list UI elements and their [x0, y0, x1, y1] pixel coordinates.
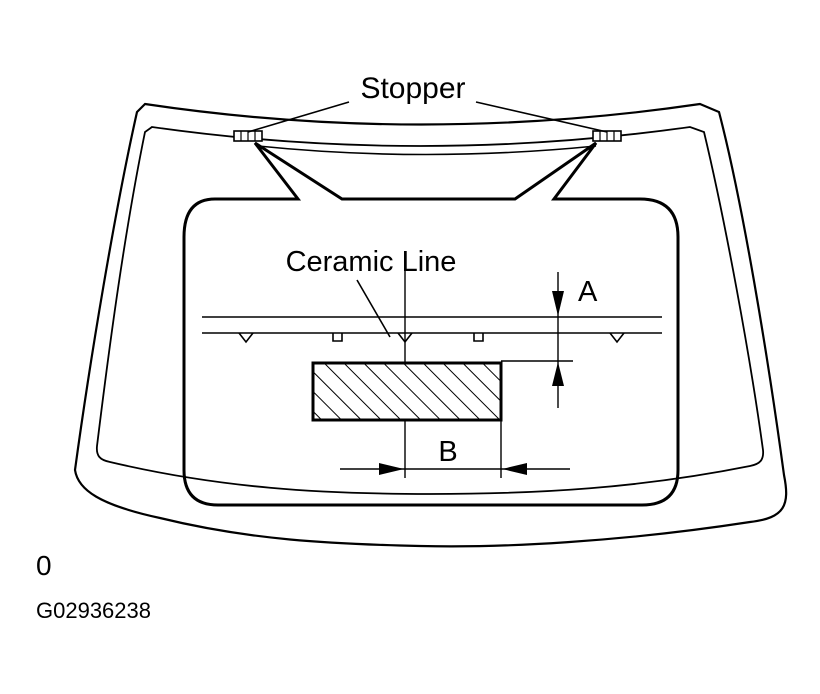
- ceramic-line: [202, 316, 662, 344]
- dimension-b: [340, 421, 570, 478]
- stopper-leader-right: [475, 101, 608, 133]
- dimension-b-label: B: [438, 436, 457, 468]
- windshield-outer-outline: [73, 102, 788, 548]
- windshield-inner-outline: [95, 126, 765, 495]
- upper-molding-line: [257, 145, 597, 156]
- figure-id: G02936238: [36, 598, 151, 623]
- hatched-part: [311, 361, 503, 422]
- detail-callout-balloon: [182, 141, 680, 507]
- stopper-leader-left: [247, 101, 350, 133]
- right-stopper: [592, 130, 622, 142]
- left-stopper: [233, 130, 263, 142]
- ceramic-line-leader: [356, 279, 391, 338]
- stopper-label: Stopper: [360, 72, 465, 105]
- dimension-a-label: A: [578, 276, 598, 308]
- corner-mark: 0: [36, 550, 52, 581]
- dimension-a: [501, 272, 573, 408]
- ceramic-line-label: Ceramic Line: [286, 246, 457, 278]
